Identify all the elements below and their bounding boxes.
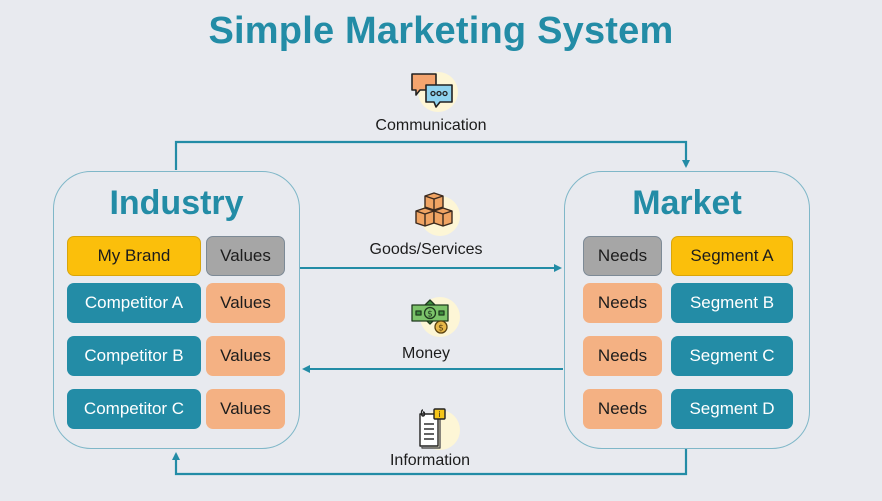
money-label: Money (401, 345, 451, 362)
svg-text:i: i (438, 410, 440, 419)
segment-a-chip: Segment A (671, 236, 793, 276)
competitor-b-chip: Competitor B (67, 336, 201, 376)
goods-services-label: Goods/Services (369, 241, 483, 258)
my-brand-values-chip: Values (206, 236, 285, 276)
communication-label: Communication (375, 117, 487, 134)
segment-b-needs-chip: Needs (583, 283, 662, 323)
competitor-b-values-chip: Values (206, 336, 285, 376)
information-label: Information (389, 452, 471, 469)
segment-d-chip: Segment D (671, 389, 793, 429)
market-title: Market (632, 184, 742, 222)
money-icon: $ $ (408, 293, 460, 345)
competitor-c-chip: Competitor C (67, 389, 201, 429)
segment-c-chip: Segment C (671, 336, 793, 376)
segment-a-needs-chip: Needs (583, 236, 662, 276)
competitor-a-chip: Competitor A (67, 283, 201, 323)
industry-panel: Industry My Brand Values Competitor A Va… (53, 171, 300, 449)
industry-title: Industry (109, 184, 244, 222)
svg-text:$: $ (438, 324, 444, 334)
competitor-c-values-chip: Values (206, 389, 285, 429)
my-brand-chip: My Brand (67, 236, 201, 276)
information-arrow (172, 449, 688, 476)
chat-bubbles-icon (406, 68, 458, 120)
document-info-icon: i (408, 406, 460, 458)
svg-text:$: $ (427, 310, 433, 320)
page-title: Simple Marketing System (208, 10, 674, 52)
segment-d-needs-chip: Needs (583, 389, 662, 429)
competitor-a-values-chip: Values (206, 283, 285, 323)
communication-arrow (174, 140, 690, 170)
boxes-icon (408, 192, 460, 244)
market-panel: Market Needs Segment A Needs Segment B N… (564, 171, 810, 449)
segment-c-needs-chip: Needs (583, 336, 662, 376)
segment-b-chip: Segment B (671, 283, 793, 323)
